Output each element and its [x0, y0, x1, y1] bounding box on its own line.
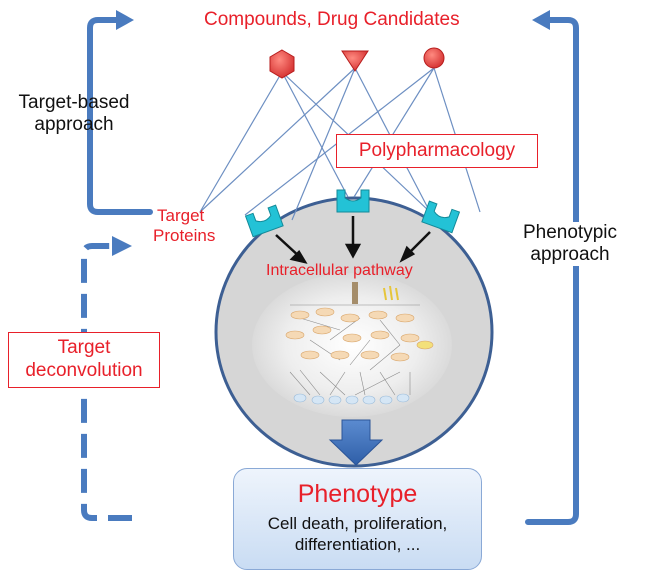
target-based-label: Target-based approach	[18, 92, 130, 136]
deconvolution-line-1: Target	[57, 337, 111, 358]
target-proteins-line-1: Target	[157, 206, 205, 225]
pathway-network-icon	[285, 282, 434, 405]
pathway-glow	[252, 273, 452, 417]
target-based-line-2: approach	[34, 113, 114, 135]
receptor-icon	[421, 200, 461, 234]
phenotype-box: Phenotype Cell death, proliferation, dif…	[233, 468, 482, 570]
phenotype-title: Phenotype	[297, 480, 418, 508]
polypharmacology-box: Polypharmacology	[336, 134, 538, 168]
target-proteins-line-2: Proteins	[153, 225, 216, 245]
target-based-line-1: Target-based	[18, 92, 130, 113]
signal-arrows	[275, 216, 431, 264]
receptor-icon	[336, 189, 370, 213]
phenotypic-line-2: approach	[530, 243, 610, 265]
phenotype-desc-line-1: Cell death, proliferation,	[267, 514, 448, 533]
phenotypic-line-1: Phenotypic	[522, 222, 617, 243]
circle-compound-icon	[423, 47, 445, 69]
arrow-head-icon	[112, 236, 132, 256]
deconvolution-line-2: deconvolution	[25, 359, 143, 381]
phenotypic-label: Phenotypic approach	[510, 222, 630, 266]
hexagon-compound-icon	[269, 49, 295, 79]
target-deconvolution-box: Target deconvolution	[8, 332, 160, 388]
phenotypic-bracket	[525, 10, 579, 525]
triangle-compound-icon	[341, 50, 369, 72]
compounds-title: Compounds, Drug Candidates	[204, 9, 460, 30]
down-arrow-icon	[328, 419, 384, 466]
target-proteins-label: Target Proteins	[153, 206, 233, 245]
arrow-head-icon	[116, 10, 134, 30]
receptor-icon	[244, 204, 284, 238]
target-based-bracket	[87, 10, 153, 215]
phenotype-desc-line-2: differentiation, ...	[294, 535, 421, 555]
arrow-head-icon	[532, 10, 550, 30]
intracellular-pathway-label: Intracellular pathway	[266, 262, 413, 279]
